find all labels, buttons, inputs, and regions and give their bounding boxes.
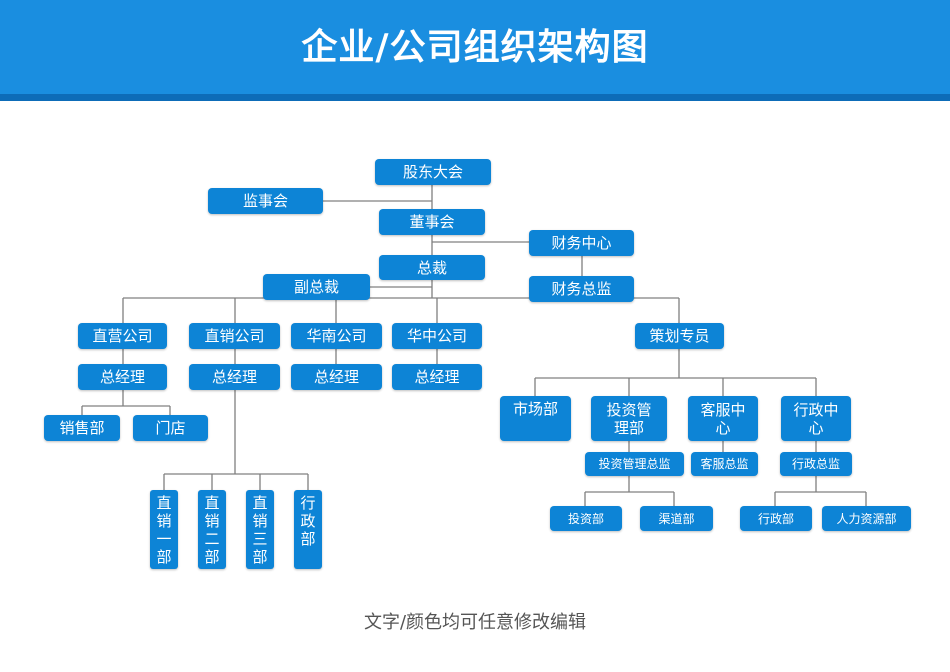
node-central-china-gm: 总经理 <box>392 364 482 390</box>
node-admin-dept: 行政部 <box>740 506 812 531</box>
node-planning-specialist: 策划专员 <box>635 323 724 349</box>
node-finance-director: 财务总监 <box>529 276 634 302</box>
node-direct-company: 直营公司 <box>78 323 167 349</box>
header-stripe <box>0 94 950 101</box>
node-president: 总裁 <box>379 255 485 280</box>
node-sales-dept: 销售部 <box>44 415 120 441</box>
node-direct-sales-gm: 总经理 <box>189 364 280 390</box>
node-investment-director: 投资管理总监 <box>585 452 684 476</box>
node-admin-dept-vertical: 行政部 <box>294 490 322 569</box>
node-finance-center: 财务中心 <box>529 230 634 256</box>
node-vice-president: 副总裁 <box>263 274 370 300</box>
node-marketing-dept: 市场部 <box>500 396 571 441</box>
node-channel-dept: 渠道部 <box>640 506 713 531</box>
node-customer-service-center: 客服中心 <box>688 396 758 441</box>
node-south-china-gm: 总经理 <box>291 364 382 390</box>
node-south-china-company: 华南公司 <box>291 323 382 349</box>
node-hr-dept: 人力资源部 <box>822 506 911 531</box>
node-supervisory-board: 监事会 <box>208 188 323 214</box>
node-customer-service-director: 客服总监 <box>691 452 758 476</box>
node-direct-sales-dept-2: 直销二部 <box>198 490 226 569</box>
node-direct-sales-company: 直销公司 <box>189 323 280 349</box>
footer-note: 文字/颜色均可任意修改编辑 <box>363 612 587 633</box>
page-title: 企业/公司组织架构图 <box>301 27 649 68</box>
node-direct-sales-dept-3: 直销三部 <box>246 490 274 569</box>
node-direct-sales-dept-1: 直销一部 <box>150 490 178 569</box>
node-shareholders-meeting: 股东大会 <box>375 159 491 185</box>
node-direct-company-gm: 总经理 <box>78 364 167 390</box>
node-investment-dept: 投资部 <box>550 506 622 531</box>
node-admin-director: 行政总监 <box>780 452 852 476</box>
node-central-china-company: 华中公司 <box>392 323 482 349</box>
node-admin-center: 行政中心 <box>781 396 851 441</box>
node-board-of-directors: 董事会 <box>379 209 485 235</box>
node-investment-management-dept: 投资管理部 <box>591 396 667 441</box>
header-bar <box>0 0 950 94</box>
node-store: 门店 <box>133 415 208 441</box>
